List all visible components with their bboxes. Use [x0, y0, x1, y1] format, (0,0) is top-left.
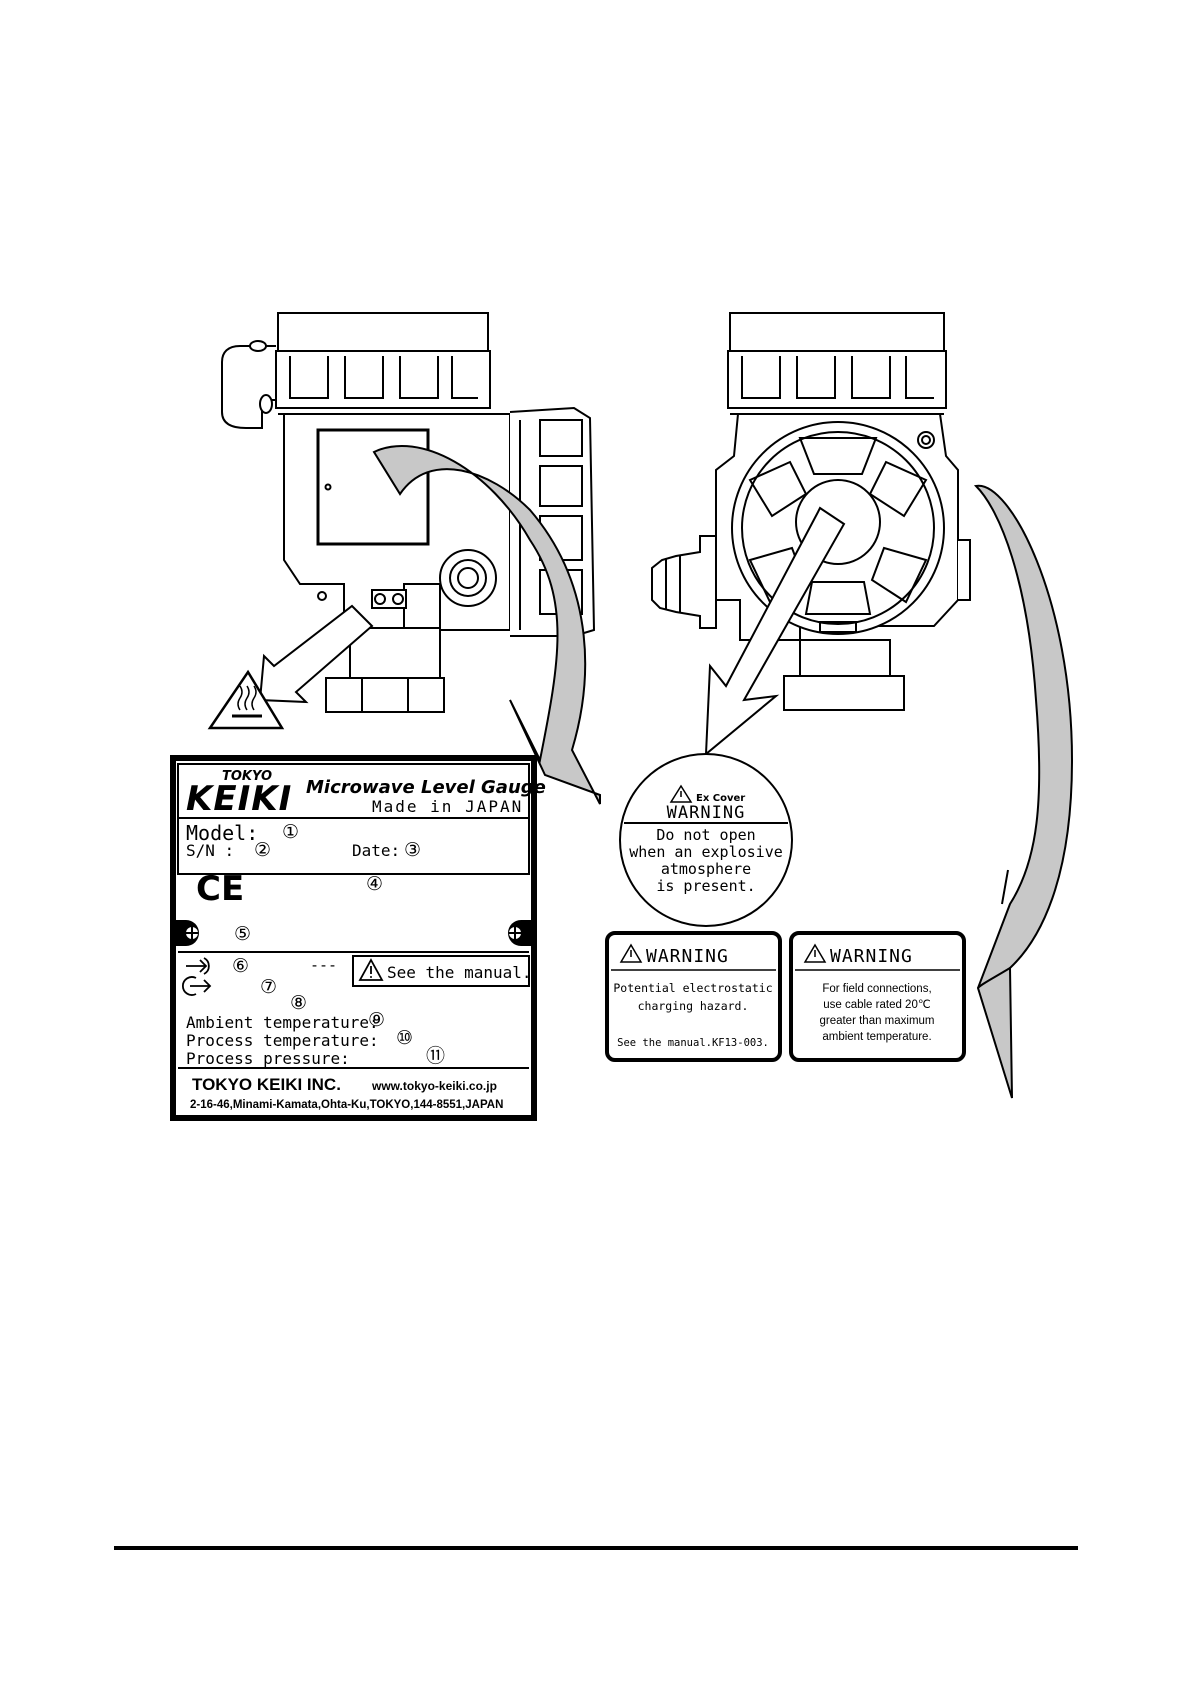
ex-cover-line-2: when an explosive [629, 843, 783, 861]
brand-large: KEIKI [186, 779, 292, 819]
model-label: Model: [186, 821, 258, 845]
cable-line-3: greater than maximum [819, 1015, 934, 1027]
curved-arrow-to-ex-label [372, 444, 601, 805]
see-manual-text: See the manual. [387, 963, 532, 982]
marker-7: ⑦ [260, 976, 277, 998]
caution-triangle-icon [669, 784, 693, 803]
cover-cap-top [277, 312, 489, 352]
side-cable-gland [651, 535, 717, 629]
caution-triangle-icon [619, 943, 643, 963]
caution-triangle-icon [803, 943, 827, 963]
company-name: TOKYO KEIKI INC. [192, 1075, 341, 1094]
ex-cover-warning-label: Ex Cover WARNING Do not open when an exp… [619, 753, 793, 927]
device-neck [349, 627, 441, 679]
device-side-view [221, 312, 596, 713]
ambient-temp-label: Ambient temperature: [186, 1013, 379, 1032]
marker-10: ⑩ [396, 1027, 413, 1049]
ex-cover-line-4: is present. [656, 877, 755, 895]
made-in: Made in JAPAN [372, 797, 523, 816]
cable-warning-title: WARNING [830, 946, 913, 967]
date-label: Date: [352, 841, 400, 860]
output-arrow-icon [182, 976, 212, 996]
cable-line-1: For field connections, [822, 983, 931, 995]
marker-3: ③ [404, 839, 421, 861]
see-manual-box [352, 955, 530, 987]
hot-surface-warning-icon [207, 669, 285, 730]
ex-cover-header: Ex Cover [696, 793, 745, 804]
front-process-connection [783, 675, 905, 711]
mounting-hole-right [508, 920, 531, 946]
ex-cover-line-3: atmosphere [661, 860, 751, 878]
ce-mark: CE [196, 869, 244, 909]
electrostatic-warning-label: WARNING Potential electrostatic charging… [605, 931, 782, 1062]
sn-label: S/N : [186, 841, 234, 860]
ex-cover-line-1: Do not open [656, 826, 755, 844]
process-connection [325, 677, 445, 713]
process-pressure-label: Process pressure: [186, 1049, 350, 1068]
nameplate: TOKYO KEIKI Microwave Level Gauge Made i… [170, 755, 546, 1121]
electrostatic-footer: See the manual.KF13-003. [617, 1037, 769, 1049]
device-front-view [651, 312, 971, 711]
cover-cap-top-front [729, 312, 945, 352]
electrostatic-warning-title: WARNING [646, 946, 729, 967]
marker-8: ⑧ [290, 992, 307, 1014]
hot-surface-arrow [258, 604, 374, 704]
marker-9: ⑨ [368, 1009, 385, 1031]
brand-small: TOKYO [222, 769, 272, 784]
product-name: Microwave Level Gauge [306, 777, 546, 798]
caution-triangle-icon [358, 958, 384, 981]
marker-11: ⑪ [426, 1045, 445, 1067]
marker-5: ⑤ [234, 923, 251, 945]
curved-arrow-to-warning-labels [973, 484, 1074, 1099]
electrostatic-line-2: charging hazard. [638, 999, 749, 1013]
ex-cover-warning-title: WARNING [667, 803, 746, 823]
electrostatic-line-1: Potential electrostatic [613, 981, 772, 995]
dc-symbol: --- [310, 956, 337, 974]
process-temp-label: Process temperature: [186, 1031, 379, 1050]
marker-2: ② [254, 839, 271, 861]
marker-4: ④ [366, 873, 383, 895]
mounting-hole-left [176, 920, 199, 946]
cable-rating-warning-label: WARNING For field connections, use cable… [789, 931, 966, 1062]
cable-line-4: ambient temperature. [822, 1031, 931, 1043]
address: 2-16-46,Minami-Kamata,Ohta-Ku,TOKYO,144-… [190, 1099, 503, 1111]
front-neck [799, 639, 891, 677]
marker-1: ① [282, 821, 299, 843]
website: www.tokyo-keiki.co.jp [371, 1079, 497, 1093]
input-arrow-icon [186, 957, 210, 975]
marker-6: ⑥ [232, 955, 249, 977]
cable-line-2: use cable rated 20℃ [823, 999, 931, 1011]
